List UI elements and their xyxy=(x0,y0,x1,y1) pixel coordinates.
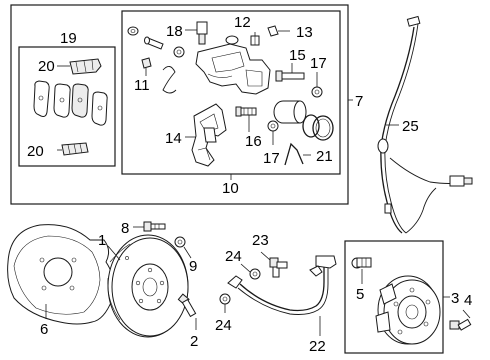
callout-7: 7 xyxy=(355,93,363,110)
callout-4: 4 xyxy=(464,292,472,309)
callout-19: 19 xyxy=(60,30,77,47)
callout-14: 14 xyxy=(165,130,182,147)
guide-bolt xyxy=(196,21,208,45)
callout-22: 22 xyxy=(309,338,326,355)
callout-20-bottom: 20 xyxy=(27,143,44,160)
leader-24a xyxy=(240,263,251,273)
callout-11: 11 xyxy=(134,77,150,94)
guide-pin-bolt xyxy=(275,70,305,82)
caliper-body xyxy=(195,35,271,95)
caliper-piston xyxy=(273,100,307,124)
callout-18: 18 xyxy=(166,23,183,40)
dust-cap-small xyxy=(127,26,139,36)
callout-24-left: 24 xyxy=(215,317,232,334)
rotor-bolt xyxy=(177,293,197,318)
seal-ring xyxy=(173,46,185,58)
bracket-bolt xyxy=(235,106,257,117)
brake-disc-rotor xyxy=(107,234,189,338)
callout-8: 8 xyxy=(121,220,129,237)
gasket-left xyxy=(219,293,231,305)
callout-13: 13 xyxy=(296,24,313,41)
pad-kit-frame xyxy=(18,46,116,167)
callout-5: 5 xyxy=(356,286,364,303)
callout-21: 21 xyxy=(316,148,333,165)
callout-9: 9 xyxy=(189,258,197,275)
callout-3: 3 xyxy=(451,290,459,307)
callout-24-right: 24 xyxy=(225,248,242,265)
leader-23 xyxy=(260,251,271,261)
spring-clip xyxy=(284,142,304,166)
brake-pads xyxy=(33,80,108,126)
leader-1 xyxy=(107,245,121,261)
caliper-guide-pin xyxy=(141,36,164,69)
brake-hose xyxy=(227,255,337,315)
abs-sensor xyxy=(377,15,473,234)
piston-seals xyxy=(302,114,334,141)
washer xyxy=(174,236,186,248)
callout-10: 10 xyxy=(222,180,239,197)
callout-17-bottom: 17 xyxy=(263,150,280,167)
bleeder-cap xyxy=(267,25,279,37)
caliper-bracket xyxy=(191,103,227,167)
union-bolt xyxy=(269,257,288,278)
callout-12: 12 xyxy=(234,14,251,31)
callout-1: 1 xyxy=(98,232,106,249)
boot-top xyxy=(311,86,323,98)
pad-shim-top xyxy=(69,58,102,75)
wheel-hub-assembly xyxy=(375,275,441,345)
callout-20-top: 20 xyxy=(38,58,55,75)
bleeder-screw xyxy=(250,35,260,46)
pad-shim-bottom xyxy=(61,142,89,156)
callout-16: 16 xyxy=(245,133,262,150)
anti-rattle-spring xyxy=(162,66,177,94)
gasket-right xyxy=(249,268,261,280)
callout-23: 23 xyxy=(252,232,269,249)
callout-17-top: 17 xyxy=(310,55,327,72)
callout-2: 2 xyxy=(190,333,198,350)
callout-15: 15 xyxy=(289,47,306,64)
shield-bolt xyxy=(143,221,166,232)
boot-bottom xyxy=(267,120,279,132)
hub-bolt xyxy=(449,318,472,331)
leader-4 xyxy=(462,309,471,319)
callout-6: 6 xyxy=(40,321,48,338)
wheel-stud xyxy=(351,257,372,269)
leader-9 xyxy=(183,246,192,259)
callout-25: 25 xyxy=(402,118,419,135)
brake-assembly-frame xyxy=(10,4,349,205)
